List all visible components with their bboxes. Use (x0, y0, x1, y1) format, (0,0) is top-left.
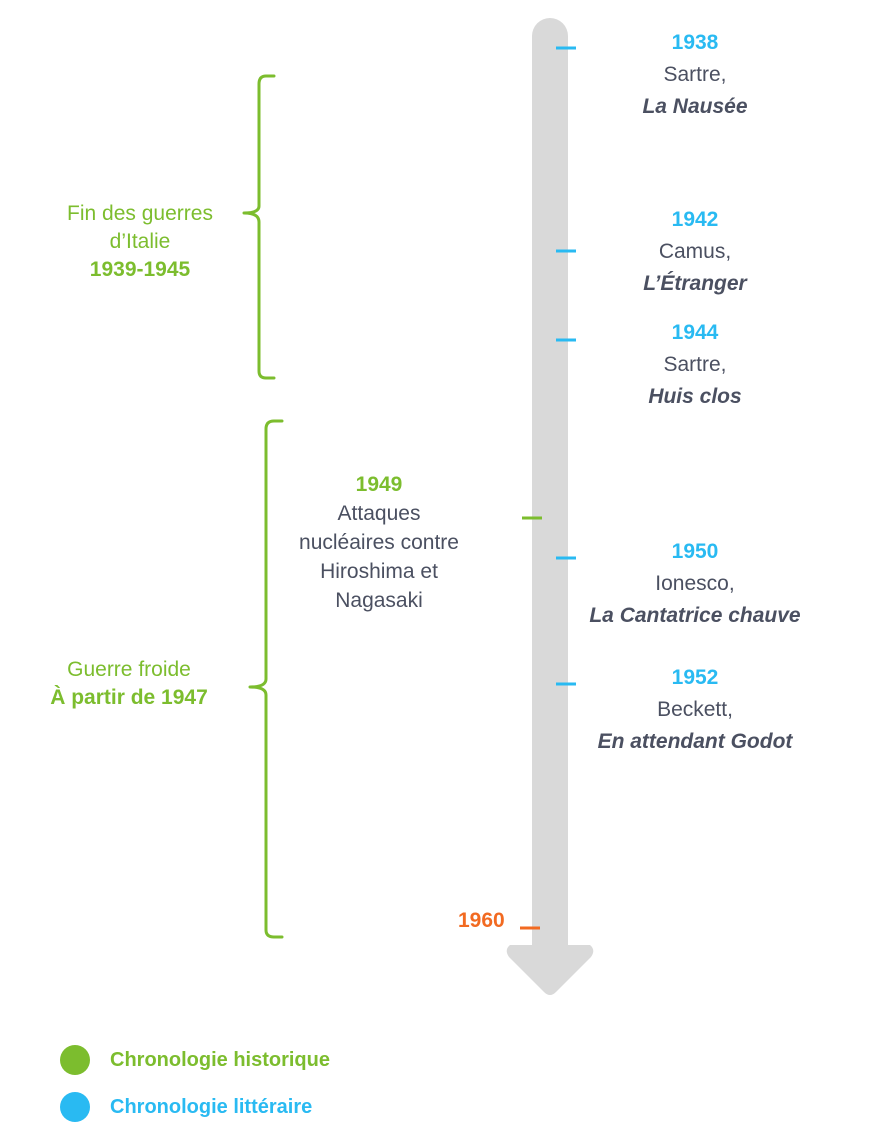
event-work: La Cantatrice chauve (589, 604, 801, 627)
event-line: nucléaires contre (299, 531, 459, 554)
event-line: Hiroshima et (320, 560, 438, 583)
period-line: Fin des guerres (67, 202, 213, 225)
historical-period-italie: Fin des guerres d’Italie 1939-1945 (10, 200, 270, 284)
event-author: Camus, (658, 240, 732, 263)
event-work: La Nausée (642, 95, 748, 118)
historical-period-guerre-froide: Guerre froide À partir de 1947 (0, 656, 259, 712)
brace-guerre-froide (248, 419, 284, 939)
period-range: 1939-1945 (89, 258, 191, 281)
legend-historique: Chronologie historique (60, 1044, 330, 1076)
event-year: 1942 (671, 208, 719, 231)
literary-event-1942: 1942 Camus, L’Étranger (555, 204, 835, 300)
event-line: Attaques (337, 502, 421, 525)
event-year: 1949 (355, 473, 403, 496)
event-author: Sartre, (663, 63, 727, 86)
literary-event-1938: 1938 Sartre, La Nausée (555, 27, 835, 123)
historical-event-1949: 1949 Attaques nucléaires contre Hiroshim… (269, 470, 489, 615)
literary-event-1952: 1952 Beckett, En attendant Godot (555, 662, 835, 758)
legend-label: Chronologie historique (110, 1048, 330, 1071)
legend-dot-icon (60, 1092, 90, 1122)
end-year-label: 1960 (458, 909, 505, 932)
period-line: Guerre froide (67, 658, 191, 681)
period-range: À partir de 1947 (50, 686, 208, 709)
event-author: Ionesco, (655, 572, 735, 595)
event-year: 1950 (671, 540, 719, 563)
event-year: 1952 (671, 666, 719, 689)
literary-event-1944: 1944 Sartre, Huis clos (555, 317, 835, 413)
event-year: 1938 (671, 31, 719, 54)
event-work: Huis clos (648, 385, 742, 408)
event-author: Beckett, (657, 698, 733, 721)
literary-event-1950: 1950 Ionesco, La Cantatrice chauve (555, 536, 835, 632)
legend-label: Chronologie littéraire (110, 1095, 313, 1118)
event-year: 1944 (671, 321, 719, 344)
event-work: L’Étranger (643, 272, 747, 295)
period-line: d’Italie (109, 230, 171, 253)
legend-dot-icon (60, 1045, 90, 1075)
timeline-axis-arrow (506, 18, 594, 995)
legend-litteraire: Chronologie littéraire (60, 1091, 312, 1123)
event-line: Nagasaki (335, 589, 423, 612)
event-work: En attendant Godot (597, 730, 793, 753)
brace-italie (242, 74, 276, 380)
event-author: Sartre, (663, 353, 727, 376)
